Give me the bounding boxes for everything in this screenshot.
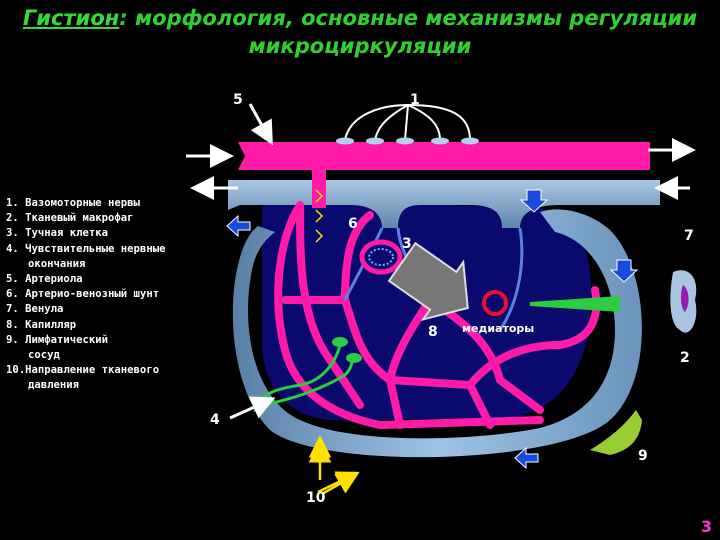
flow-arrows bbox=[186, 103, 696, 420]
slide-number: 3 bbox=[700, 517, 712, 536]
label-3: 3 bbox=[402, 236, 412, 252]
title-term: Гистион bbox=[22, 6, 120, 30]
label-2: 2 bbox=[680, 350, 690, 366]
lymph-vessel-9 bbox=[590, 410, 642, 455]
legend: 1. Вазомоторные нервы 2. Тканевый макроф… bbox=[6, 196, 206, 394]
av-shunt bbox=[312, 168, 326, 208]
label-7: 7 bbox=[684, 228, 694, 244]
vasomotor-nerves bbox=[344, 104, 471, 141]
shunt-marks bbox=[315, 189, 324, 243]
mediators-label: медиаторы bbox=[462, 322, 535, 335]
legend-item-10: 10.Направление тканевого bbox=[6, 364, 160, 377]
legend-item-4: 4. Чувствительные нервные bbox=[6, 242, 166, 255]
label-6: 6 bbox=[348, 216, 358, 232]
label-10: 10 bbox=[306, 490, 326, 506]
sensory-ending-1 bbox=[332, 337, 348, 347]
legend-item-9-cont: сосуд bbox=[28, 349, 60, 362]
page-title: Гистион: морфология, основные механизмы … bbox=[0, 4, 720, 60]
nerve-endings bbox=[336, 137, 479, 145]
legend-item-9: 9. Лимфатический bbox=[6, 333, 109, 346]
nerve-to-macrophage bbox=[530, 296, 620, 312]
title-rest: : морфология, основные механизмы регуляц… bbox=[119, 6, 698, 30]
legend-item-7: 7. Венула bbox=[6, 303, 64, 316]
mast-cell bbox=[359, 239, 403, 275]
macrophage bbox=[670, 270, 697, 333]
legend-item-6: 6. Артерио-венозный шунт bbox=[6, 288, 160, 301]
legend-item-8: 8. Капилляр bbox=[6, 318, 77, 331]
legend-item-4-cont: окончания bbox=[28, 257, 86, 270]
label-5: 5 bbox=[233, 92, 243, 108]
legend-item-5: 5. Артериола bbox=[6, 273, 83, 286]
label-4: 4 bbox=[210, 412, 220, 428]
legend-item-3: 3. Тучная клетка bbox=[6, 227, 109, 240]
lymph-vessel-loop bbox=[232, 209, 642, 458]
mediator-ring bbox=[482, 290, 508, 316]
label-1: 1 bbox=[410, 92, 420, 108]
sensory-ending-2 bbox=[346, 353, 362, 363]
title-line2: микроциркуляции bbox=[248, 34, 472, 58]
pressure-arrow-diag bbox=[321, 472, 360, 496]
label-8: 8 bbox=[428, 324, 438, 340]
blue-arrows bbox=[226, 189, 639, 470]
legend-item-2: 2. Тканевый макрофаг bbox=[6, 212, 134, 225]
release-arrow bbox=[387, 241, 469, 322]
arteriole bbox=[238, 142, 650, 170]
label-9: 9 bbox=[638, 448, 648, 464]
legend-item-10-cont: давления bbox=[28, 379, 80, 392]
venule bbox=[228, 180, 660, 228]
legend-item-1: 1. Вазомоторные нервы bbox=[6, 197, 140, 209]
